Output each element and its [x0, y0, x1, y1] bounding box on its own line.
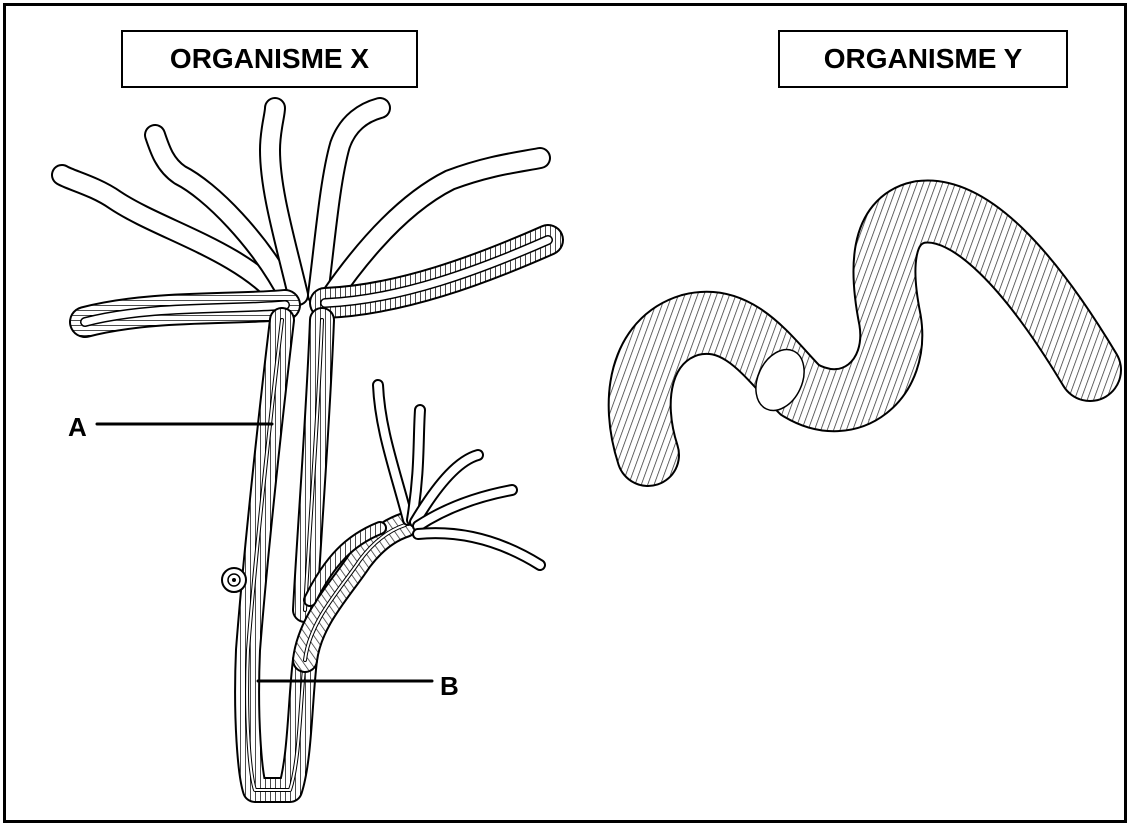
label-b: B	[440, 671, 459, 702]
earthworm-illustration	[640, 211, 1090, 455]
hydra-small-bud	[222, 568, 246, 592]
hydra-illustration	[62, 108, 548, 790]
hydra-bud	[305, 385, 540, 660]
hydra-main-stalk	[247, 320, 322, 790]
label-a: A	[68, 412, 87, 443]
